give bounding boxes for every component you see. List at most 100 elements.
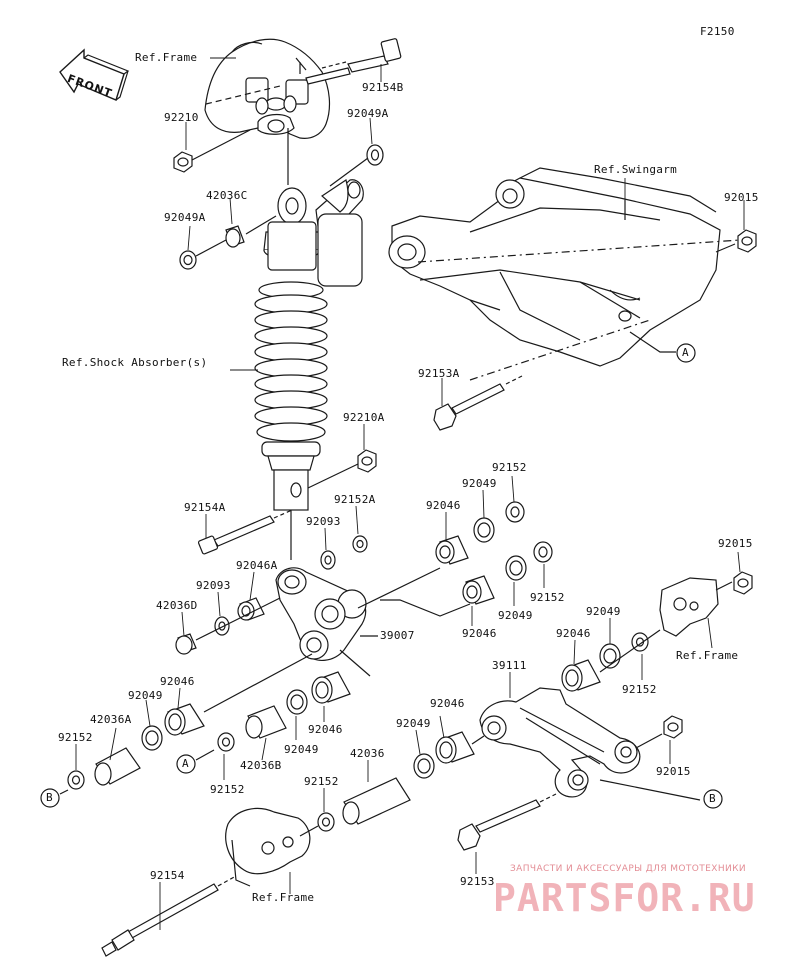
ref-frame-top-label: Ref.Frame (135, 51, 198, 64)
part-92046-left-label: 92046 (160, 675, 195, 688)
washer-92049a-top (329, 144, 384, 187)
washer-92152-c (67, 770, 85, 790)
seal-92049-a (473, 517, 495, 543)
bearing-92046-c (164, 703, 205, 736)
ref-frame-right-label: Ref.Frame (676, 649, 739, 662)
nut-92015-low (663, 715, 683, 739)
part-39111-label: 39111 (492, 659, 527, 672)
washer-92152a (352, 535, 368, 553)
tie-rod-39111 (479, 687, 701, 801)
nut-92210 (173, 129, 251, 173)
bolt-92153a (433, 375, 523, 431)
seal-92049-b (505, 555, 527, 581)
part-92153-label: 92153 (460, 875, 495, 888)
part-92152-left-label: 92152 (58, 731, 93, 744)
washer-92152-a (505, 501, 525, 523)
frame-right-bracket (659, 577, 733, 637)
bearing-92046-a (435, 535, 469, 565)
rocker-arm-39007 (275, 567, 471, 677)
callout-a-left: A (182, 757, 189, 770)
nut-92015-top (715, 229, 757, 253)
part-92049-lowmid-label: 92049 (396, 717, 431, 730)
bearing-92046-f (435, 731, 475, 764)
washer-92152-b (533, 541, 553, 563)
part-92049a-top-label: 92049A (347, 107, 389, 120)
part-92049-left-label: 92049 (128, 689, 163, 702)
nut-92210a (307, 449, 377, 489)
callout-b-left-circle (40, 788, 60, 808)
watermark-tagline: ЗАПЧАСТИ И АКСЕССУАРЫ ДЛЯ МОТОТЕХНИКИ (510, 864, 747, 874)
part-92046a-label: 92046A (236, 559, 278, 572)
ref-shock-label: Ref.Shock Absorber(s) (62, 356, 208, 369)
frame-bottom-bracket (225, 807, 319, 887)
bearing-92046-e (561, 659, 601, 692)
part-92093-b-label: 92093 (196, 579, 231, 592)
callout-a-left-circle (176, 754, 196, 774)
seal-92049-f (413, 753, 435, 779)
washer-92152-f (317, 812, 335, 832)
washer-92152-d (217, 732, 235, 752)
part-39007-label: 39007 (380, 629, 415, 642)
part-92049-mid-label: 92049 (498, 609, 533, 622)
collar-42036a (94, 747, 141, 786)
part-92152a-label: 92152A (334, 493, 376, 506)
part-92210a-label: 92210A (343, 411, 385, 424)
part-42036a-label: 42036A (90, 713, 132, 726)
part-42036-label: 42036 (350, 747, 385, 760)
part-42036d-label: 42036D (156, 599, 198, 612)
part-92210-label: 92210 (164, 111, 199, 124)
part-92152-top-label: 92152 (492, 461, 527, 474)
part-42036b-label: 42036B (240, 759, 282, 772)
part-92152-mid-label: 92152 (530, 591, 565, 604)
part-42036c-label: 42036C (206, 189, 248, 202)
part-92046-right-label: 92046 (556, 627, 591, 640)
washer-92049a-left (179, 239, 227, 270)
nut-92015-mid (733, 571, 753, 595)
part-92154-label: 92154 (150, 869, 185, 882)
shock-absorber (254, 128, 364, 560)
part-92046-top-label: 92046 (426, 499, 461, 512)
callout-a-right-circle (676, 343, 696, 363)
ref-frame-bottom-label: Ref.Frame (252, 891, 315, 904)
part-92015-mid-label: 92015 (718, 537, 753, 550)
ref-swingarm-label: Ref.Swingarm (594, 163, 678, 176)
collar-42036 (342, 777, 411, 825)
watermark-logo: PARTSFOR.RU (493, 876, 756, 920)
part-92049-right-label: 92049 (586, 605, 621, 618)
bearing-92046-d (311, 671, 351, 704)
bearing-92046a (237, 597, 265, 621)
axle-92154 (101, 875, 237, 957)
part-92046-center-label: 92046 (308, 723, 343, 736)
seal-92049-c (141, 725, 163, 751)
leader-lines (75, 57, 745, 930)
bolt-92154b (205, 38, 402, 105)
bolt-92154a (197, 509, 293, 555)
part-92153a-label: 92153A (418, 367, 460, 380)
part-92154a-label: 92154A (184, 501, 226, 514)
part-92046-mid-label: 92046 (462, 627, 497, 640)
part-92049a-left-label: 92049A (164, 211, 206, 224)
callout-b-right: B (709, 792, 716, 805)
part-92015-top-label: 92015 (724, 191, 759, 204)
part-92049-top-label: 92049 (462, 477, 497, 490)
figure-code: F2150 (700, 25, 735, 38)
part-92015-low-label: 92015 (656, 765, 691, 778)
part-92152-low-label: 92152 (210, 783, 245, 796)
callout-a-right: A (682, 346, 689, 359)
washer-92093-a (320, 550, 336, 570)
seal-92049-d (286, 689, 308, 715)
front-arrow-icon (59, 48, 130, 101)
washer-92093-b (214, 616, 230, 636)
bolt-92153 (457, 793, 557, 851)
part-92154b-label: 92154B (362, 81, 404, 94)
part-92093-a-label: 92093 (306, 515, 341, 528)
swingarm (388, 167, 741, 381)
callout-b-right-circle (703, 789, 723, 809)
collar-42036c (225, 215, 277, 248)
collar-42036d (175, 597, 281, 655)
part-92046-lowmid-label: 92046 (430, 697, 465, 710)
callout-b-left: B (46, 791, 53, 804)
part-92152-right-label: 92152 (622, 683, 657, 696)
